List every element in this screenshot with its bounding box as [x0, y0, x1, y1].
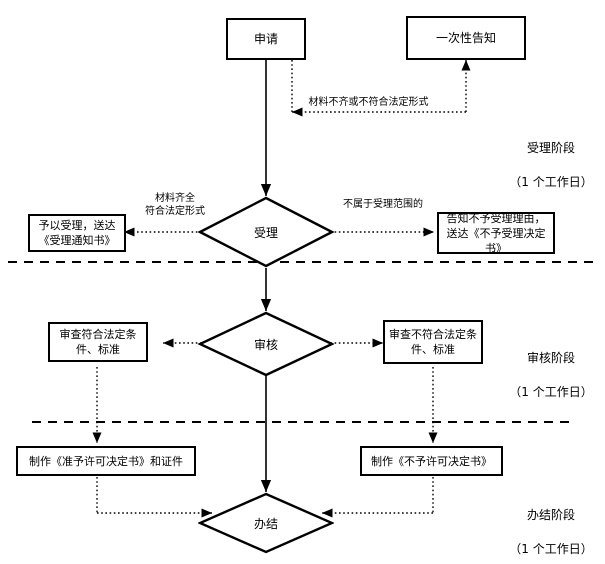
- node-permit-grant-label: 制作《准予许可决定书》和证件: [29, 454, 183, 468]
- node-permit-grant[interactable]: 制作《准予许可决定书》和证件: [16, 446, 196, 476]
- stage-label-review: 审核阶段 （1 个工作日）: [498, 333, 604, 418]
- diamond-shape-complete: [198, 492, 334, 554]
- stage-label-complete-name: 办结阶段: [526, 508, 575, 522]
- node-permit-deny-label: 制作《不予许可决定书》: [371, 454, 492, 468]
- stage-label-accept: 受理阶段 （1 个工作日）: [498, 123, 604, 208]
- stage-label-complete-duration: （1 个工作日）: [509, 542, 593, 556]
- edge-label-incomplete-materials: 材料不齐或不符合法定形式: [308, 97, 429, 108]
- stage-label-accept-duration: （1 个工作日）: [509, 175, 593, 189]
- node-review-decision[interactable]: 审核: [198, 311, 334, 377]
- diamond-shape-accept: [198, 196, 334, 268]
- node-complete[interactable]: 办结: [198, 492, 334, 554]
- stage-label-accept-name: 受理阶段: [526, 141, 575, 155]
- node-application[interactable]: 申请: [226, 18, 306, 60]
- node-accept-no[interactable]: 告知不予受理理由，送达《不予受理决定书》: [437, 211, 555, 255]
- stage-label-complete: 办结阶段 （1 个工作日）: [498, 490, 604, 564]
- node-accept-yes[interactable]: 予以受理，送达 《受理通知书》: [28, 214, 126, 252]
- node-review-pass-label: 审查符合法定条 件、标准: [59, 328, 137, 356]
- node-accept-no-label: 告知不予受理理由，送达《不予受理决定书》: [446, 211, 546, 255]
- edge-label-materials-complete: 材料齐全 符合法定形式: [145, 193, 205, 217]
- diamond-shape-review: [198, 311, 334, 377]
- node-application-label: 申请: [253, 31, 278, 46]
- stage-label-review-name: 审核阶段: [526, 351, 575, 365]
- node-permit-deny[interactable]: 制作《不予许可决定书》: [360, 446, 503, 476]
- node-one-time-notice[interactable]: 一次性告知: [406, 16, 526, 60]
- node-review-fail[interactable]: 审查不符合法定条 件、标准: [383, 320, 483, 364]
- stage-label-review-duration: （1 个工作日）: [509, 385, 593, 399]
- node-accept-yes-label: 予以受理，送达 《受理通知书》: [38, 219, 116, 247]
- node-review-fail-label: 审查不符合法定条 件、标准: [389, 328, 477, 356]
- node-one-time-notice-label: 一次性告知: [435, 30, 496, 45]
- edge-label-out-of-scope: 不属于受理范围的: [343, 199, 423, 210]
- node-review-pass[interactable]: 审查符合法定条 件、标准: [48, 322, 148, 362]
